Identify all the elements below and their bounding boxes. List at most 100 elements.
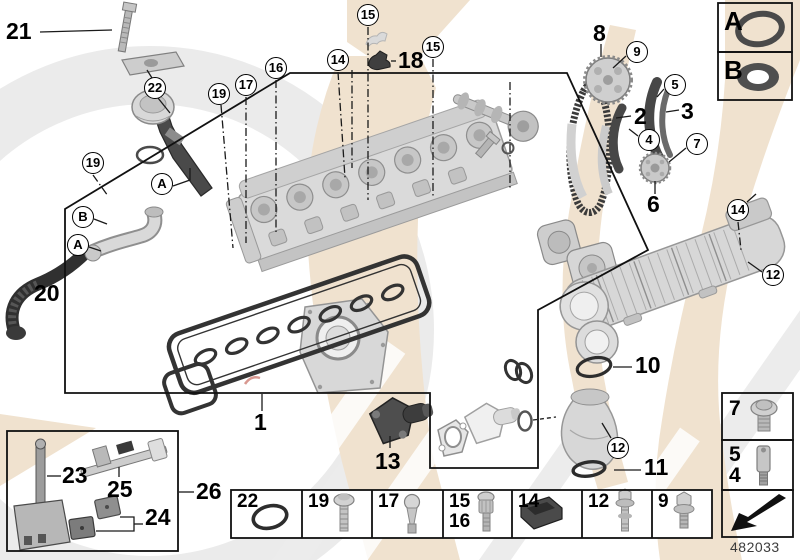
callout-circle-12: 12 [762,264,784,286]
sensor-gasket [437,419,469,457]
callout-label-10: 10 [635,352,661,378]
callout-circle-15: 15 [422,36,444,58]
callout-circle-4: 4 [638,129,660,151]
cap-part-18 [368,50,391,71]
hardware-label-5: 5 [729,443,741,466]
throttle-flange [575,320,619,364]
torx-screw-7-icon [750,399,778,432]
seal-ring-b [737,63,779,91]
callout-circle-15: 15 [357,4,379,26]
tool-23 [13,438,71,551]
intake-elbow [560,388,619,470]
leader-lines [39,27,763,532]
o-ring-11 [571,460,607,478]
legend-strip-dividers [301,490,653,538]
vent-hose-20 [5,245,93,340]
legend-cell-19: 19 [308,491,330,512]
chain-guide-5 [659,87,673,158]
callout-circle-b: B [72,206,94,228]
callout-circle-7: 7 [686,133,708,155]
callout-label-6: 6 [647,191,660,217]
legend-cell-16: 16 [449,511,471,532]
chain-guide-2 [608,103,627,174]
key-letter-b: B [724,55,743,85]
sensor-valve [463,402,521,445]
small-o-ring [501,141,515,155]
legend-collar-bolt-icon [477,491,495,532]
camshaft [452,92,539,142]
hose-clamp [503,358,534,385]
callout-label-1: 1 [254,409,267,435]
callout-label-13: 13 [375,448,401,474]
camshaft-sprocket-8 [583,55,633,105]
callout-label-26: 26 [196,478,222,504]
intake-manifold [559,197,786,333]
key-letter-a: A [724,6,743,36]
callout-label-8: 8 [593,20,606,46]
dipstick-funnel [121,51,185,76]
callout-circle-22: 22 [144,77,166,99]
legend-strip-bg [231,490,712,538]
legend-flange-bolt-icon [615,488,635,532]
callout-label-20: 20 [34,280,60,306]
callout-label-2: 2 [634,103,647,129]
legend-ball-stud-icon [403,493,421,534]
callout-circle-12: 12 [607,437,629,459]
cylinder-head [225,99,518,273]
o-ring-a [735,10,785,48]
tool-25 [80,438,168,478]
cap-o-ring [135,145,165,165]
legend-washer-screw-icon [673,491,695,529]
callout-circle-19: 19 [82,152,104,174]
valve-cover-gasket [162,254,432,416]
legend-cell-12: 12 [588,491,610,512]
vent-pipe [84,206,164,262]
callout-circle-a: A [151,173,173,195]
callout-label-18: 18 [398,47,424,73]
legend-cell-22: 22 [237,491,259,512]
callout-circle-16: 16 [265,57,287,79]
callout-circle-a: A [67,234,89,256]
hardware-box-arrow [721,489,794,538]
callout-circle-17: 17 [235,74,257,96]
oil-filler-cap [131,89,175,125]
legend-cell-14: 14 [518,491,540,512]
legend-screw-19-icon [333,493,355,532]
callout-label-21: 21 [6,18,32,44]
hardware-label-4: 4 [729,464,741,487]
camshaft-sensor-13 [368,397,434,445]
front-cover [299,298,389,394]
timing-chain [566,81,614,216]
legend-o-ring-icon [251,503,289,531]
camshaft-bolt [474,130,501,159]
frames [6,2,794,552]
callout-label-3: 3 [681,98,694,124]
bracket-part [365,31,388,47]
legend-strip-frame [230,489,713,539]
corner-key-box-b [717,51,793,101]
callout-label-23: 23 [62,462,88,488]
dipstick-bolt [117,1,138,53]
sensor-o-ring [517,410,533,432]
legend-plug-icon [520,496,563,530]
callout-circle-19: 19 [208,83,230,105]
callout-circle-14: 14 [327,49,349,71]
hardware-label-7: 7 [729,397,741,420]
legend-cell-17: 17 [378,491,400,512]
callout-circle-14: 14 [727,199,749,221]
callout-label-24: 24 [145,504,171,530]
o-ring-10 [575,355,613,379]
legend-cell-9: 9 [658,491,669,512]
callout-label-25: 25 [107,476,133,502]
diagram-number: 482033 [730,539,780,555]
tool-24 [68,495,122,540]
tools-box-26 [6,430,179,552]
callout-circle-9: 9 [626,41,648,63]
legend-cell-15: 15 [449,491,471,512]
callout-circle-5: 5 [664,74,686,96]
main-parts-box [64,72,650,469]
dowel-pin-icon [756,445,771,486]
